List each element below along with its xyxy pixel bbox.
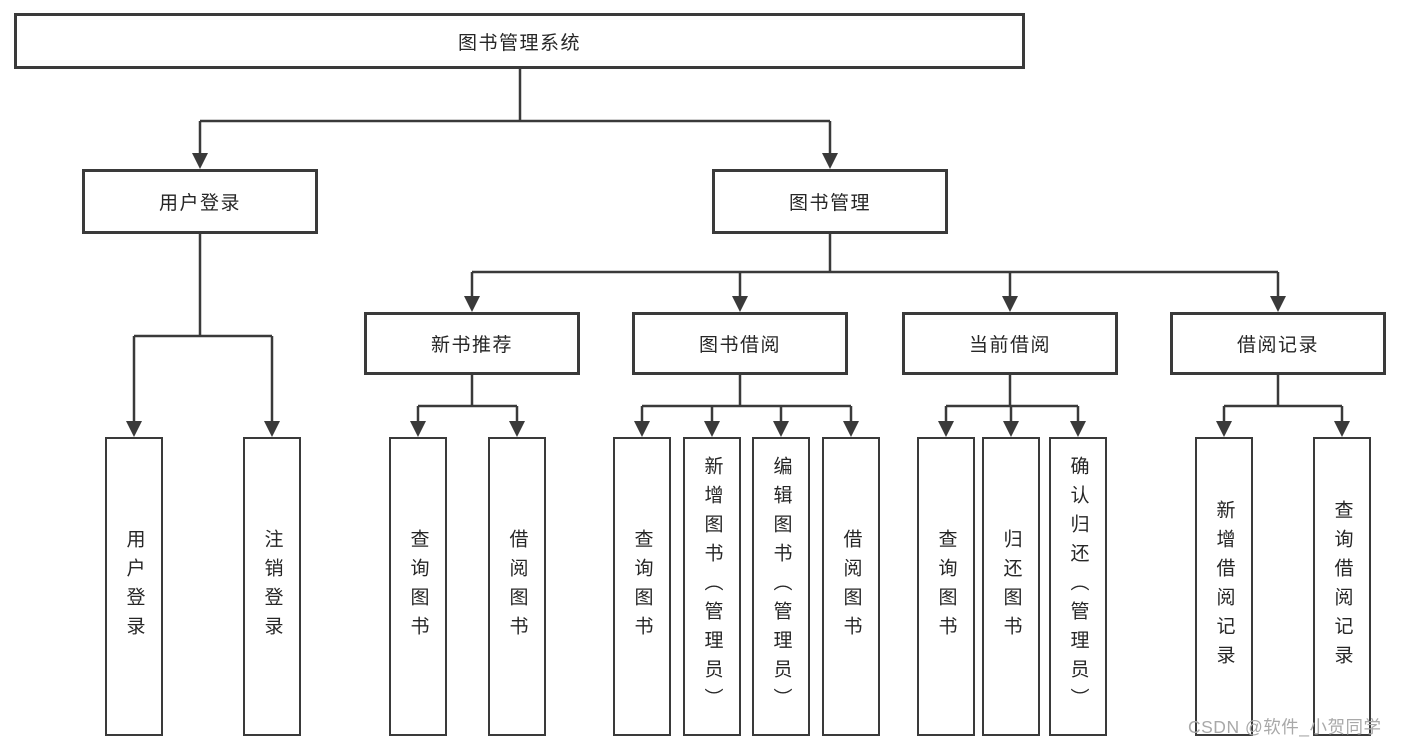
leaf-logout-login: 注销登录: [243, 437, 301, 736]
node-user-login: 用户登录: [82, 169, 318, 234]
leaf-edit-book-admin-label: 编辑图书（管理员）: [770, 456, 792, 717]
csdn-watermark: CSDN @软件_小贺同学: [1188, 717, 1382, 737]
node-book-management: 图书管理: [712, 169, 948, 234]
leaf-borrow-books-recommend: 借阅图书: [488, 437, 546, 736]
leaf-return-books: 归还图书: [982, 437, 1040, 736]
leaf-query-books-borrow-label: 查询图书: [631, 528, 653, 645]
leaf-add-borrow-record-label: 新增借阅记录: [1213, 499, 1235, 674]
leaf-confirm-return-admin-label: 确认归还（管理员）: [1067, 456, 1089, 717]
node-current-borrow: 当前借阅: [902, 312, 1118, 375]
leaf-query-borrow-record: 查询借阅记录: [1313, 437, 1371, 736]
leaf-return-books-label: 归还图书: [1000, 528, 1022, 645]
node-book-borrow: 图书借阅: [632, 312, 848, 375]
leaf-add-borrow-record: 新增借阅记录: [1195, 437, 1253, 736]
node-book-borrow-label: 图书借阅: [698, 335, 781, 356]
node-current-borrow-label: 当前借阅: [968, 335, 1051, 356]
node-root-label: 图书管理系统: [457, 32, 581, 54]
node-user-login-label: 用户登录: [158, 193, 241, 214]
leaf-query-books-recommend: 查询图书: [389, 437, 447, 736]
leaf-confirm-return-admin: 确认归还（管理员）: [1049, 437, 1107, 736]
node-book-management-label: 图书管理: [788, 193, 871, 214]
leaf-user-login-label: 用户登录: [123, 528, 145, 645]
leaf-borrow-books: 借阅图书: [822, 437, 880, 736]
leaf-edit-book-admin: 编辑图书（管理员）: [752, 437, 810, 736]
leaf-add-book-admin-label: 新增图书（管理员）: [701, 456, 723, 717]
leaf-borrow-books-recommend-label: 借阅图书: [506, 528, 528, 645]
node-new-book-recommend-label: 新书推荐: [430, 335, 513, 356]
leaf-query-books-current-label: 查询图书: [935, 528, 957, 645]
leaf-add-book-admin: 新增图书（管理员）: [683, 437, 741, 736]
node-new-book-recommend: 新书推荐: [364, 312, 580, 375]
leaf-user-login: 用户登录: [105, 437, 163, 736]
leaf-query-books-recommend-label: 查询图书: [407, 528, 429, 645]
node-borrow-records-label: 借阅记录: [1236, 335, 1319, 356]
leaf-query-books-current: 查询图书: [917, 437, 975, 736]
leaf-logout-login-label: 注销登录: [261, 528, 283, 645]
leaf-query-borrow-record-label: 查询借阅记录: [1331, 499, 1353, 674]
leaf-query-books-borrow: 查询图书: [613, 437, 671, 736]
node-borrow-records: 借阅记录: [1170, 312, 1386, 375]
node-root: 图书管理系统: [14, 13, 1025, 69]
leaf-borrow-books-label: 借阅图书: [840, 528, 862, 645]
